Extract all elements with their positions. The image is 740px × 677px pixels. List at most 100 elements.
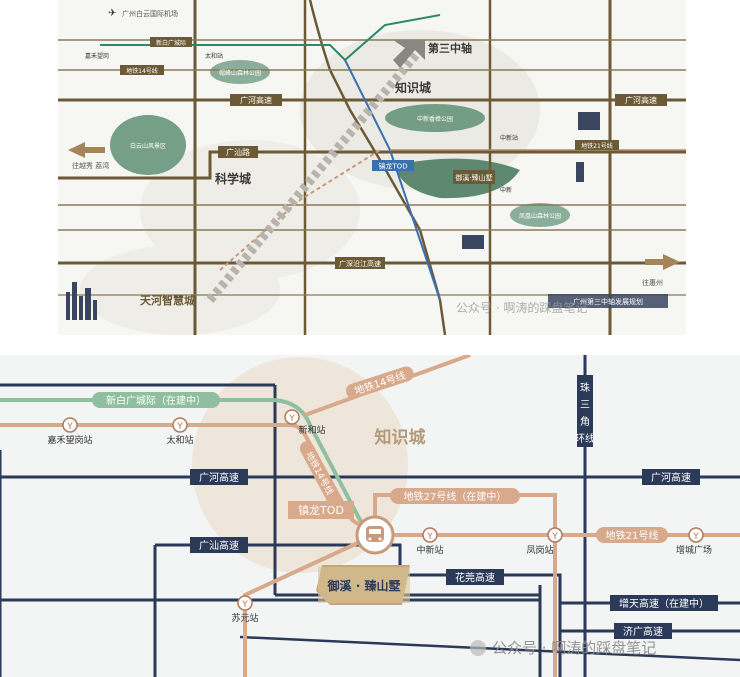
guanghe-label-right: 广河高速 xyxy=(625,95,657,105)
tod-label-bg xyxy=(288,501,354,519)
diagonal-road xyxy=(308,0,447,336)
project-name: 御溪 · 臻山墅 xyxy=(327,578,401,593)
metro27-line xyxy=(219,149,381,271)
station-zengcheng-label: 增城广场 xyxy=(676,544,712,556)
guanghe-left-label: 广河高速 xyxy=(199,471,239,484)
taihe-small-label: 太和站 xyxy=(205,52,223,60)
arrow-left-icon xyxy=(68,142,105,158)
metro-icon: Y xyxy=(288,414,295,424)
third-axis-hatch xyxy=(206,47,424,303)
metro-icon: Y xyxy=(176,422,183,432)
xinbai-label: 新白广城际（在建中） xyxy=(106,394,206,407)
project-marker-label: 御溪·臻山墅 xyxy=(455,173,492,182)
station-fenggang-label: 凤岗站 xyxy=(526,544,553,556)
prd-ring-char-3: 角 xyxy=(580,416,590,428)
zhongxin-tag: 中新 xyxy=(500,186,512,194)
station-jiahe-label: 嘉禾望岗站 xyxy=(47,434,92,446)
airport-label: 广州白云国际机场 xyxy=(122,9,178,18)
top-watermark: 公众号 · 啊涛的踩盘笔记 xyxy=(456,300,587,315)
station-jiahe: Y 嘉禾望岗站 xyxy=(47,417,93,446)
metro14-tag-bg xyxy=(120,65,164,75)
park-baiyunshan xyxy=(110,115,186,175)
huaguan-label-bg xyxy=(446,569,504,585)
xinbai-label-bg xyxy=(92,392,220,408)
metro21-tag-bg xyxy=(575,140,619,150)
park-fenghuangshan xyxy=(510,203,570,227)
guanghe-right-label-bg xyxy=(642,469,700,485)
zone-kexuecheng: 科学城 xyxy=(215,171,251,186)
metro27-label-bg xyxy=(390,488,520,504)
guanghe-label: 广河高速 xyxy=(240,95,272,105)
zone-tianhe: 天河智慧城 xyxy=(140,293,195,307)
park-baiyunshan-label: 白云山风景区 xyxy=(130,142,166,150)
building-icon-2 xyxy=(576,162,584,182)
metro-icon: Y xyxy=(66,422,73,432)
park-zhongxin-label: 中新香樟公园 xyxy=(417,115,453,123)
direction-right: 往惠州 xyxy=(642,278,663,287)
zone-zhishicheng: 知识城 xyxy=(394,80,431,95)
jiguang-label: 济广高速 xyxy=(623,625,663,638)
hw-bottom-diag xyxy=(239,635,740,662)
station-xinhe: Y 新和站 xyxy=(284,409,326,436)
xinbai-line-bottom xyxy=(0,398,384,537)
metro14-line-bottom xyxy=(0,423,377,537)
park-zhongxin xyxy=(385,104,485,132)
district-label: 知识城 xyxy=(374,427,426,448)
park-fenghuangshan-label: 凤凰山森林公园 xyxy=(519,212,561,220)
third-axis-label: 第三中轴 xyxy=(428,41,472,55)
guanghe-right-label: 广河高速 xyxy=(651,471,691,484)
bottom-map: 知识城 新白广城际（在建中） 地铁14号线 地铁14号线 地铁27号线（在建中）… xyxy=(0,355,740,677)
zengtian-label: 增天高速（在建中） xyxy=(619,597,709,610)
xinbai-tag: 新白广城际 xyxy=(156,39,186,47)
park-maofengshan-label: 帽峰山森林公园 xyxy=(219,69,261,77)
airplane-icon: ✈ xyxy=(108,8,116,19)
metro27-south xyxy=(243,533,376,677)
station-taihe-label: 太和站 xyxy=(166,434,193,446)
metro-icon: Y xyxy=(426,532,433,542)
station-zhongxin-label: 中新站 xyxy=(416,544,443,556)
metro21-tag: 地铁21号线 xyxy=(581,142,613,150)
guangshen-label: 广深沿江高速 xyxy=(339,259,381,268)
train-icon xyxy=(366,526,384,542)
zhongxin-small-label: 中新站 xyxy=(500,134,518,142)
prd-ring-label-bg xyxy=(577,375,593,447)
prd-ring-char-2: 三 xyxy=(580,400,590,411)
metro21-label: 地铁21号线 xyxy=(606,529,659,542)
wechat-icon xyxy=(470,640,486,656)
guangshan-road xyxy=(58,150,686,180)
third-axis-arrow-icon xyxy=(393,40,425,68)
metro14-label-bg xyxy=(346,366,414,399)
tod-marker xyxy=(372,160,414,171)
building-icon-1 xyxy=(578,112,600,130)
plan-label: 广州第三中轴发展规划 xyxy=(573,297,643,306)
guangshan-label-bg-b xyxy=(190,537,248,553)
metro21-label-bg xyxy=(596,527,668,543)
guanghe-left-label-bg xyxy=(190,469,248,485)
prd-ring-char-4: 环线 xyxy=(575,432,595,445)
guanghe-label-bg xyxy=(230,94,282,106)
guangshan-label-bg xyxy=(218,146,258,158)
guangshen-label-bg xyxy=(335,257,385,269)
tod-label: 镇龙TOD xyxy=(298,503,344,517)
station-zhongxin: Y 中新站 xyxy=(416,527,444,556)
metro-icon: Y xyxy=(551,532,558,542)
metro14-diag-label-bg xyxy=(299,441,341,505)
top-map: 御溪·臻山墅 镇龙TOD 第三中轴 知识城 科学城 天河智慧城 广河高速 广河高… xyxy=(58,0,686,336)
jiguang-label-bg xyxy=(614,623,672,639)
guangshan-label: 广汕路 xyxy=(226,147,250,157)
station-xinhe-label: 新和站 xyxy=(298,424,325,436)
guangshan-label-b: 广汕高速 xyxy=(199,539,239,552)
zengtian-label-bg xyxy=(610,595,718,611)
tod-marker-label: 镇龙TOD xyxy=(378,162,407,171)
xinbai-tag-bg xyxy=(150,37,192,47)
metro-icon: Y xyxy=(692,532,699,542)
station-zengcheng: Y 增城广场 xyxy=(676,527,712,556)
project-banner-shade xyxy=(318,567,410,603)
guanghe-label-right-bg xyxy=(615,94,667,106)
station-taihe: Y 太和站 xyxy=(166,417,194,446)
station-suyuan-label: 苏元站 xyxy=(231,612,258,624)
metro27-label: 地铁27号线（在建中） xyxy=(404,490,507,503)
station-suyuan: Y 苏元站 xyxy=(231,595,259,624)
jiahe-small-label: 嘉禾望岗 xyxy=(85,52,109,60)
plan-label-bg xyxy=(548,294,668,308)
